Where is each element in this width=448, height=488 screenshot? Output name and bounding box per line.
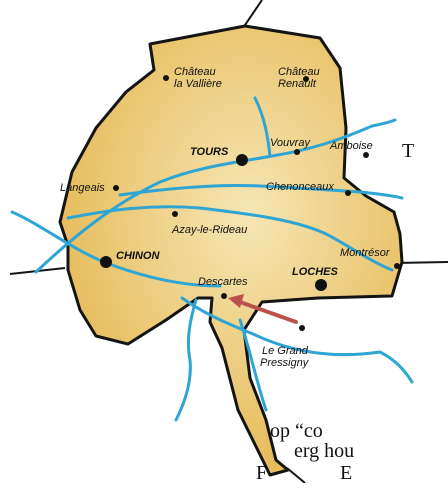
dot-loches [315, 279, 327, 291]
label-montresor: Montrésor [340, 247, 391, 259]
label-chenonceaux: Chenonceaux [266, 181, 334, 193]
dot-chateau-la-valliere [163, 75, 169, 81]
dot-chateau-renault [303, 76, 309, 82]
river-north [253, 96, 272, 158]
side-text-fragment-3: erg hou [294, 440, 355, 462]
label-vouvray: Vouvray [270, 137, 311, 149]
label-chateau-la-valliere-2: la Vallière [174, 78, 222, 90]
dot-amboise [363, 152, 369, 158]
river-loire [34, 118, 397, 274]
side-text-fragment-5: E [340, 462, 353, 484]
arrow-icon [228, 294, 298, 324]
dot-montresor [394, 263, 400, 269]
dot-vouvray [294, 149, 300, 155]
dot-chenonceaux [345, 190, 351, 196]
road-north [242, 0, 263, 29]
label-chateau-la-valliere-1: Château [174, 66, 216, 78]
rivers [10, 96, 414, 422]
dot-descartes [221, 293, 227, 299]
label-langeais: Langeais [60, 182, 105, 194]
dot-azay-le-rideau [172, 211, 178, 217]
road-south [286, 467, 306, 484]
label-chinon: CHINON [116, 250, 160, 262]
label-chateau-renault-2: Renault [278, 78, 317, 90]
dot-tours [236, 154, 248, 166]
label-tours: TOURS [190, 146, 229, 158]
label-le-grand-pressigny-1: Le Grand [262, 345, 309, 357]
dot-langeais [113, 185, 119, 191]
side-text-fragment-1: T [402, 140, 415, 162]
label-amboise: Amboise [329, 140, 373, 152]
river-claise [238, 318, 268, 412]
label-azay-le-rideau: Azay-le-Rideau [171, 224, 247, 236]
road-east [394, 261, 448, 264]
river-creuse [180, 296, 414, 384]
river-southwest [174, 298, 198, 422]
label-descartes: Descartes [198, 276, 248, 288]
dot-le-grand-pressigny [299, 325, 305, 331]
side-text-fragment-4: F [256, 462, 268, 484]
label-loches: LOCHES [292, 266, 339, 278]
dot-chinon [100, 256, 112, 268]
city-labels: Château la Vallière Château Renault TOUR… [60, 66, 391, 369]
city-dots [100, 75, 400, 331]
river-indre [66, 205, 394, 272]
river-cher [118, 183, 404, 200]
label-le-grand-pressigny-2: Pressigny [260, 357, 310, 369]
label-chateau-renault-1: Château [278, 66, 320, 78]
side-text-fragment-2: op “co [270, 420, 323, 442]
